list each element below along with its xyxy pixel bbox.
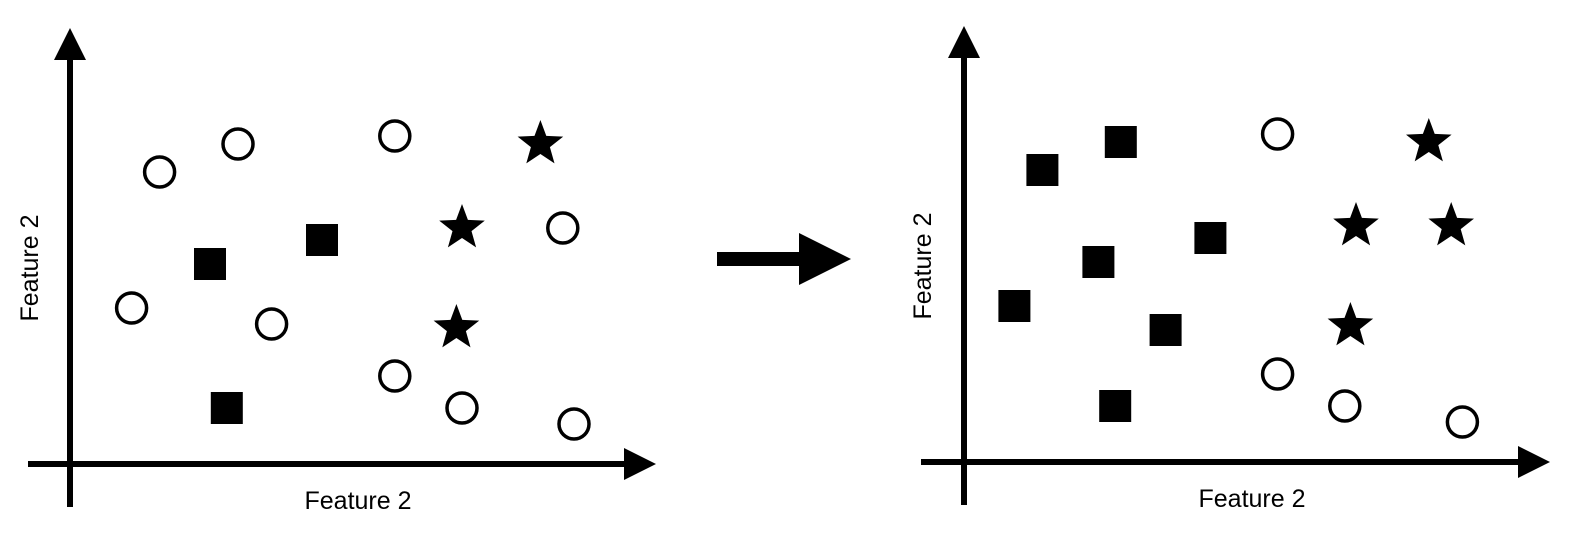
square-marker bbox=[1082, 246, 1115, 278]
circle-marker bbox=[378, 119, 412, 153]
circle-marker bbox=[1445, 405, 1480, 439]
y-axis-arrowhead-icon bbox=[54, 28, 86, 60]
circle-marker bbox=[1328, 389, 1362, 423]
y-axis-arrowhead-icon bbox=[948, 26, 980, 58]
circle-marker bbox=[378, 359, 412, 393]
x-axis-label: Feature 2 bbox=[304, 487, 411, 515]
transition-arrow-icon bbox=[717, 233, 851, 285]
scatter-points bbox=[114, 119, 591, 441]
circle-marker bbox=[1260, 117, 1295, 151]
y-axis-label: Feature 2 bbox=[16, 214, 44, 321]
circle-marker bbox=[445, 391, 479, 425]
circle-marker bbox=[557, 407, 591, 441]
star-marker bbox=[1428, 202, 1474, 246]
x-axis bbox=[28, 448, 656, 480]
circle-marker bbox=[142, 155, 177, 189]
y-axis bbox=[54, 28, 86, 507]
y-axis bbox=[948, 26, 980, 505]
circle-marker bbox=[546, 211, 580, 245]
star-marker bbox=[439, 204, 485, 248]
square-marker bbox=[1194, 222, 1227, 254]
x-axis bbox=[921, 446, 1550, 478]
square-marker bbox=[194, 248, 226, 280]
x-axis-arrowhead-icon bbox=[624, 448, 656, 480]
x-axis-label: Feature 2 bbox=[1198, 485, 1305, 513]
x-axis-arrowhead-icon bbox=[1518, 446, 1550, 478]
circle-marker bbox=[114, 291, 149, 325]
star-marker bbox=[1327, 302, 1374, 346]
square-marker bbox=[1149, 314, 1182, 346]
y-axis-label: Feature 2 bbox=[909, 212, 937, 319]
panel-after: Feature 2 Feature 2 bbox=[909, 26, 1550, 513]
scatter-points bbox=[998, 117, 1480, 439]
square-marker bbox=[1026, 154, 1059, 186]
circle-marker bbox=[1260, 357, 1295, 391]
panel-before: Feature 2 Feature 2 bbox=[16, 28, 656, 515]
star-marker bbox=[517, 120, 564, 164]
square-marker bbox=[306, 224, 338, 256]
circle-marker bbox=[221, 127, 255, 161]
star-marker bbox=[1406, 118, 1452, 162]
square-marker bbox=[1099, 390, 1132, 422]
square-marker bbox=[1104, 126, 1137, 158]
square-marker bbox=[998, 290, 1031, 322]
square-marker bbox=[210, 392, 243, 424]
circle-marker bbox=[254, 307, 289, 341]
star-marker bbox=[1333, 202, 1379, 246]
star-marker bbox=[433, 304, 480, 348]
